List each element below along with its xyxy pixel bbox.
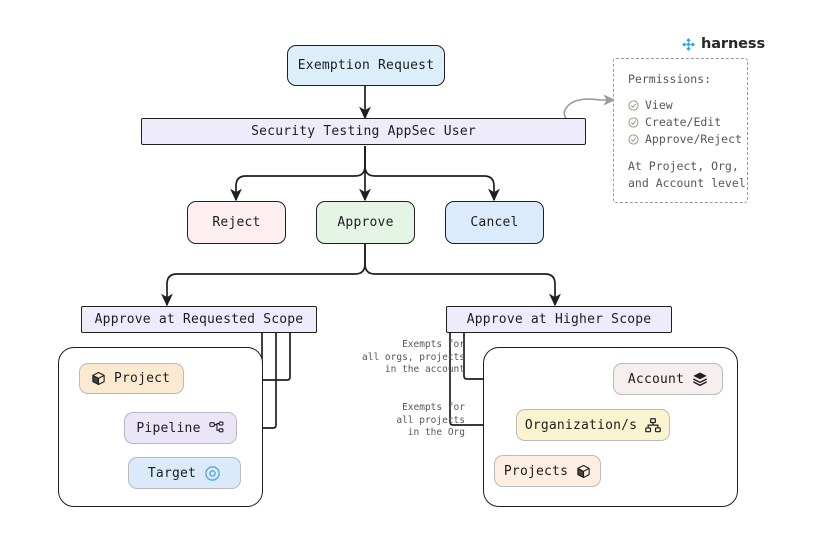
node-label: Approve at Requested Scope	[94, 312, 304, 327]
node-appsec-user[interactable]: Security Testing AppSec User	[141, 118, 586, 145]
node-label: Project	[114, 371, 171, 386]
pipeline-icon	[208, 421, 225, 435]
node-label: Reject	[212, 215, 261, 230]
check-circle-icon	[628, 134, 639, 145]
layers-icon	[692, 371, 708, 387]
node-label: Approve at Higher Scope	[466, 312, 652, 327]
check-circle-icon	[628, 100, 639, 111]
edge-label-org-exempts: Exempts for all projects in the Org	[396, 402, 465, 438]
permissions-note: Permissions: View Create/Edit	[613, 58, 748, 203]
permission-label: Create/Edit	[645, 115, 722, 129]
node-cancel[interactable]: Cancel	[445, 201, 544, 244]
node-label: Target	[147, 465, 197, 481]
cube-icon	[91, 371, 106, 386]
node-label: Pipeline	[136, 420, 201, 436]
node-organizations[interactable]: Organization/s	[516, 409, 670, 441]
permission-item-create-edit: Create/Edit	[628, 114, 733, 131]
permission-label: Approve/Reject	[645, 132, 742, 146]
note-footer: At Project, Org, and Account level	[628, 159, 746, 190]
org-chart-icon	[645, 417, 662, 433]
node-label: Exemption Request	[297, 58, 435, 73]
node-exemption-request[interactable]: Exemption Request	[287, 45, 445, 86]
node-label: Cancel	[470, 215, 519, 230]
edge-label-account-exempts: Exempts for all orgs, projects in the ac…	[362, 339, 465, 375]
node-projects[interactable]: Projects	[494, 455, 601, 487]
node-project[interactable]: Project	[79, 363, 184, 394]
node-label: Security Testing AppSec User	[251, 124, 476, 139]
note-title: Permissions:	[628, 72, 712, 86]
brand-name: harness	[701, 36, 765, 52]
node-target[interactable]: Target	[128, 457, 241, 489]
node-approve-requested-scope[interactable]: Approve at Requested Scope	[81, 306, 317, 333]
harness-brand: harness	[681, 36, 765, 52]
harness-diamond-logo-icon	[681, 37, 696, 52]
node-label: Organization/s	[524, 417, 638, 433]
target-icon	[204, 465, 221, 482]
cube-icon	[576, 464, 591, 479]
node-reject[interactable]: Reject	[187, 201, 286, 244]
check-circle-icon	[628, 117, 639, 128]
node-label: Projects	[503, 463, 569, 479]
node-label: Approve	[337, 215, 394, 230]
node-approve[interactable]: Approve	[316, 201, 415, 244]
node-approve-higher-scope[interactable]: Approve at Higher Scope	[446, 306, 672, 333]
permission-item-view: View	[628, 97, 733, 114]
node-label: Account	[627, 371, 685, 387]
node-account[interactable]: Account	[613, 363, 723, 395]
permission-label: View	[645, 98, 673, 112]
node-pipeline[interactable]: Pipeline	[124, 412, 237, 444]
permission-item-approve-reject: Approve/Reject	[628, 131, 742, 148]
